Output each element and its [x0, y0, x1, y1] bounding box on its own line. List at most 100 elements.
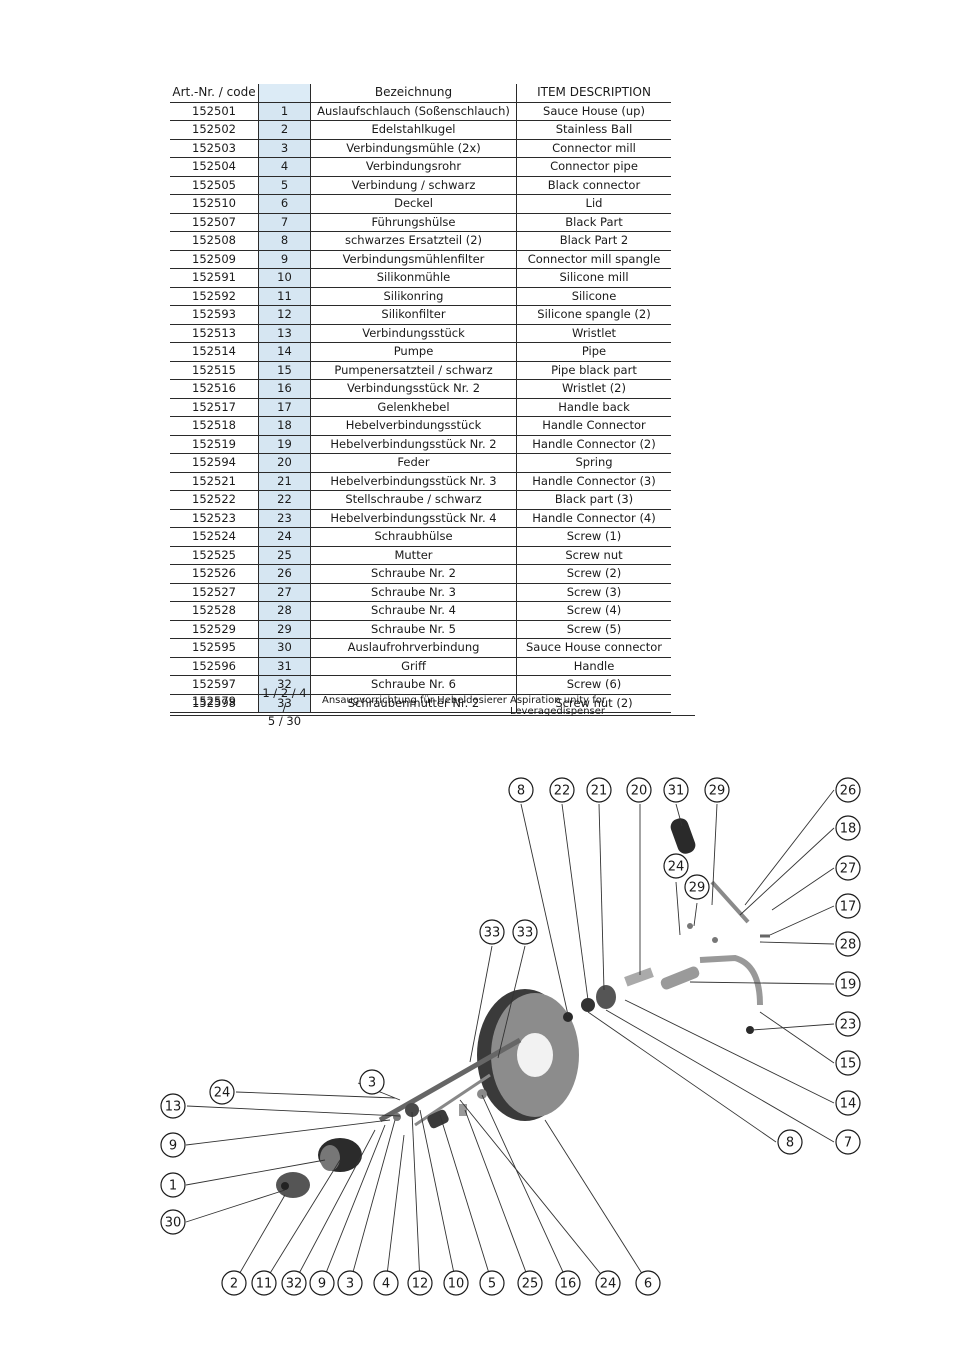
- parts-table: Art.-Nr. / code Bezeichnung ITEM DESCRIP…: [170, 84, 671, 713]
- callout-circle: [663, 853, 689, 879]
- part-name-en: Black part (3): [516, 490, 671, 510]
- part-name-de: Auslaufschlauch (Soßenschlauch): [310, 102, 517, 121]
- part-name-en: Wristlet (2): [516, 379, 671, 399]
- screw-5-part: [712, 937, 718, 943]
- callout-circle: [835, 1129, 861, 1155]
- part-name-en: Handle Connector (4): [516, 509, 671, 528]
- part-name-en: Silicone mill: [516, 268, 671, 288]
- handle-connector-3-part: [596, 985, 616, 1009]
- part-name-de: Verbindung / schwarz: [310, 176, 517, 195]
- part-position: 29: [258, 620, 311, 639]
- part-position: 5: [258, 176, 311, 195]
- callout-circle: [835, 1090, 861, 1116]
- part-name-de: Schraubhülse: [310, 527, 517, 547]
- callout-label: 28: [840, 938, 857, 953]
- handle-lever-part: [699, 954, 763, 1006]
- part-name-de: Hebelverbindungsstück Nr. 2: [310, 435, 517, 454]
- part-code: 152594: [170, 453, 259, 473]
- part-name-en: Screw (4): [516, 601, 671, 621]
- connector-mill-part: [393, 1113, 401, 1121]
- part-name-en: Sauce House connector: [516, 638, 671, 658]
- part-name-en: Screw nut: [516, 546, 671, 565]
- callout-label: 24: [214, 1086, 231, 1101]
- callout-label: 3: [368, 1076, 376, 1091]
- callout-circle: [835, 1050, 861, 1076]
- part-name-de: Hebelverbindungsstück Nr. 3: [310, 472, 517, 491]
- part-code: 152503: [170, 139, 259, 158]
- callout-13: 13: [160, 1093, 186, 1119]
- part-position: 33: [258, 694, 311, 713]
- stainless-ball-part: [281, 1182, 289, 1190]
- part-code: 152522: [170, 490, 259, 510]
- header-bezeichnung: Bezeichnung: [310, 84, 517, 103]
- callout-3: 3: [337, 1270, 363, 1296]
- assembly-name-de: Ansaugvorrichtung für Hebeldosierer: [322, 695, 507, 706]
- callout-29: 29: [704, 777, 730, 803]
- part-position: 21: [258, 472, 311, 491]
- callout-label: 33: [517, 926, 534, 941]
- callout-circle: [517, 1270, 543, 1296]
- callout-circle: [160, 1132, 186, 1158]
- callout-circle: [835, 931, 861, 957]
- callout-label: 16: [560, 1277, 577, 1292]
- callout-circle: [835, 777, 861, 803]
- callout-7: 7: [835, 1129, 861, 1155]
- part-code: 152516: [170, 379, 259, 399]
- screw-nut-part: [477, 1089, 487, 1099]
- callout-9: 9: [160, 1132, 186, 1158]
- part-code: 152505: [170, 176, 259, 195]
- callout-label: 18: [840, 822, 857, 837]
- part-code: 152593: [170, 305, 259, 325]
- callout-label: 11: [256, 1277, 273, 1292]
- part-position: 8: [258, 231, 311, 251]
- callout-label: 19: [840, 978, 857, 993]
- callout-circle: [443, 1270, 469, 1296]
- part-name-en: Screw (6): [516, 675, 671, 695]
- callout-label: 12: [412, 1277, 429, 1292]
- part-name-en: Handle back: [516, 398, 671, 417]
- callout-circle: [549, 777, 575, 803]
- part-code: 152528: [170, 601, 259, 621]
- assembly-row: 152579 1 / 2 / 4 / 5 / 30 Ansaugvorricht…: [170, 685, 695, 728]
- callout-label: 20: [631, 784, 648, 799]
- callout-24: 24: [663, 853, 689, 879]
- part-code: 152508: [170, 231, 259, 251]
- part-name-en: Screw (5): [516, 620, 671, 639]
- part-name-de: Schraube Nr. 2: [310, 564, 517, 584]
- callout-circle: [704, 777, 730, 803]
- part-name-de: Führungshülse: [310, 213, 517, 232]
- part-name-de: Verbindungsrohr: [310, 157, 517, 177]
- part-position: 15: [258, 361, 311, 380]
- part-name-en: Lid: [516, 194, 671, 214]
- part-name-de: Silikonmühle: [310, 268, 517, 288]
- header-code: Art.-Nr. / code: [170, 84, 259, 103]
- part-code: 152510: [170, 194, 259, 214]
- callout-label: 13: [165, 1100, 182, 1115]
- callout-18: 18: [835, 815, 861, 841]
- part-name-en: Pipe: [516, 342, 671, 362]
- part-code: 152596: [170, 657, 259, 676]
- part-name-de: Stellschraube / schwarz: [310, 490, 517, 510]
- part-position: 11: [258, 287, 311, 306]
- part-name-en: Screw (3): [516, 583, 671, 602]
- part-name-en: Black Part 2: [516, 231, 671, 251]
- callout-22: 22: [549, 777, 575, 803]
- screw-sleeve-part: [459, 1104, 467, 1116]
- callout-label: 15: [840, 1057, 857, 1072]
- callout-15: 15: [835, 1050, 861, 1076]
- part-position: 23: [258, 509, 311, 528]
- connector-pipe-part: [378, 1037, 522, 1123]
- callout-20: 20: [626, 777, 652, 803]
- callout-circle: [635, 1270, 661, 1296]
- callout-circle: [512, 919, 538, 945]
- part-position: 32: [258, 675, 311, 695]
